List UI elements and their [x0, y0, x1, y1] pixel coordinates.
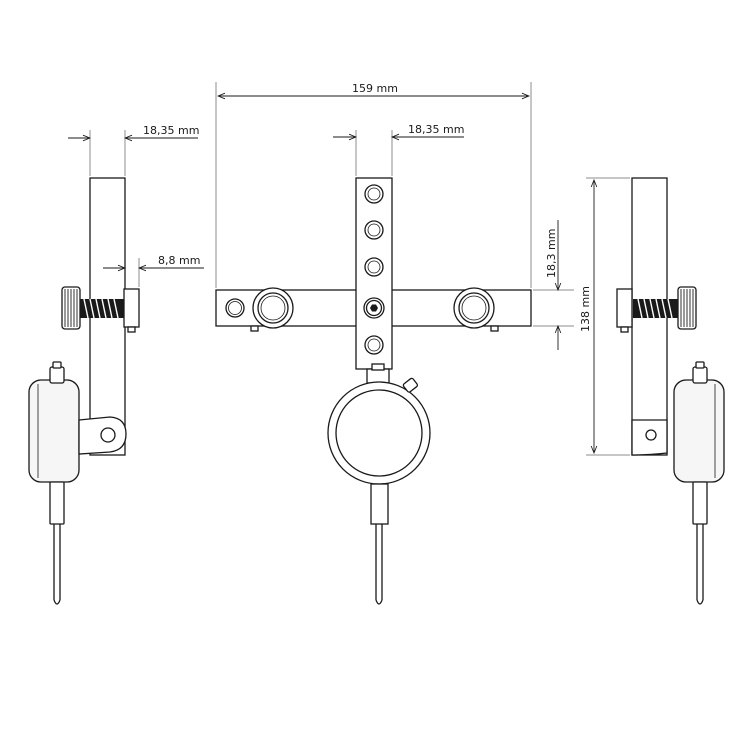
crossbar-left-knob: [252, 287, 294, 329]
left-width-dim-label: 18,35 mm: [143, 124, 199, 137]
left-gauge-knob: [49, 366, 65, 384]
right-gauge-knob: [692, 366, 708, 384]
center-width-dim-label: 18,35 mm: [408, 123, 464, 136]
left-side-view: 18,35 mm 8,8 mm: [28, 124, 204, 605]
front-view: 159 mm 18,35 mm 18,3 mm: [215, 82, 574, 605]
dial-indicator: [327, 377, 431, 605]
overall-height-dim-label: 138 mm: [579, 286, 592, 332]
hex-socket-screw: [363, 297, 385, 319]
crossbar-right-knob: [453, 287, 495, 329]
left-offset-dim-label: 8,8 mm: [158, 254, 200, 267]
crossbar-height-dim-label: 18,3 mm: [545, 229, 558, 278]
left-gauge-body: [28, 379, 80, 483]
overall-width-dim-label: 159 mm: [352, 82, 398, 95]
right-gauge-body: [673, 379, 725, 483]
left-clamp-block: [123, 288, 140, 328]
right-clamp-block: [616, 288, 633, 328]
right-side-view: 138 mm: [579, 177, 725, 605]
vertical-bar-holes: [364, 184, 384, 355]
